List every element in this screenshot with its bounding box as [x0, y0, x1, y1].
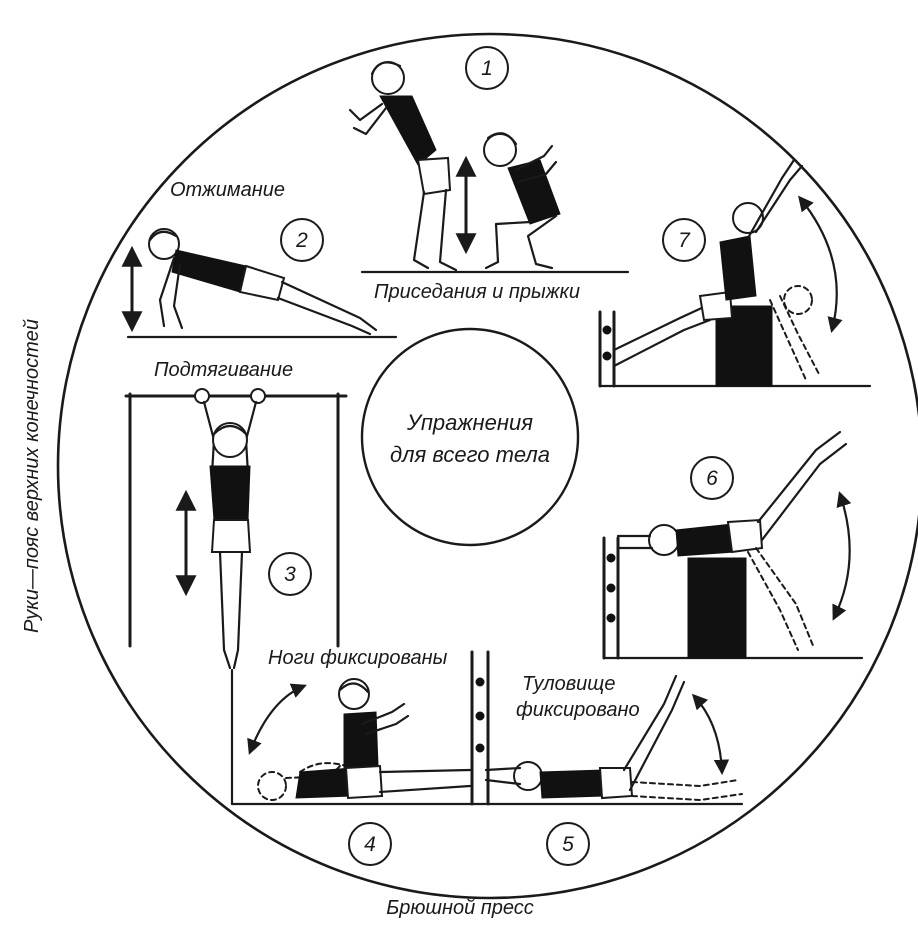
- side-label: Руки—пояс верхних конечностей: [21, 319, 43, 633]
- label-torso-fixed-2: фиксировано: [516, 699, 640, 721]
- exercise-4-legs-fixed: 4: [232, 670, 486, 865]
- number-2: 2: [295, 229, 308, 252]
- exercise-7: 7: [600, 160, 870, 386]
- exercise-1-squats: 1: [350, 47, 628, 272]
- center-circle: [362, 329, 578, 545]
- label-squats: Приседания и прыжки: [374, 281, 580, 303]
- exercise-3-pullups: 3: [126, 389, 346, 668]
- center-title-line2: для всего тела: [390, 442, 550, 467]
- bottom-label: Брюшной пресс: [386, 897, 534, 919]
- number-1: 1: [481, 57, 493, 80]
- number-6: 6: [706, 467, 718, 490]
- label-pushups: Отжимание: [170, 179, 285, 201]
- number-3: 3: [284, 563, 296, 586]
- label-pullups: Подтягивание: [154, 359, 293, 381]
- number-7: 7: [678, 229, 691, 252]
- double-arrow-icon: [800, 198, 837, 330]
- center-title-line1: Упражнения: [406, 410, 533, 435]
- double-arrow-icon: [250, 686, 304, 752]
- number-4: 4: [364, 833, 376, 856]
- double-arrow-icon: [834, 494, 850, 618]
- label-torso-fixed-1: Туловище: [522, 673, 615, 695]
- exercise-6: 6: [604, 432, 862, 658]
- exercise-2-pushups: 2: [128, 219, 396, 337]
- wall-bars-icon: [472, 652, 488, 804]
- double-arrow-icon: [694, 696, 722, 772]
- box-icon: [688, 558, 746, 658]
- number-5: 5: [562, 833, 574, 856]
- label-legs-fixed: Ноги фиксированы: [268, 647, 448, 669]
